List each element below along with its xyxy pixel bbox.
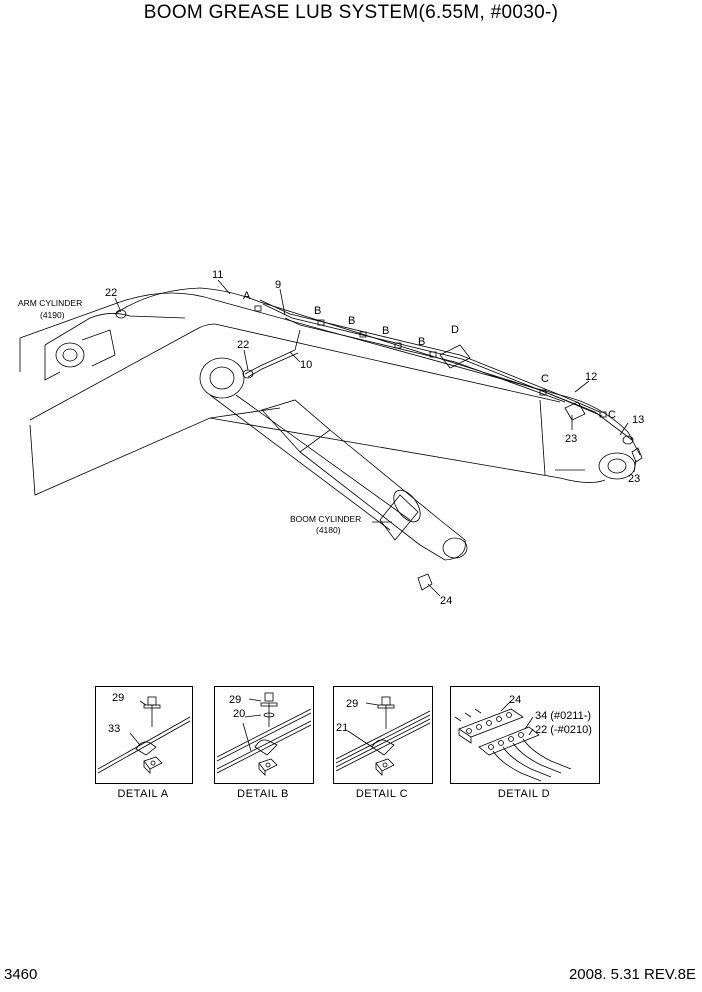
- detail-a-drawing: 29 33: [97, 692, 191, 774]
- callout-12: 12: [585, 371, 597, 383]
- detail-a-num-1: 29: [112, 692, 124, 704]
- boom-cylinder-eye: [199, 357, 245, 399]
- detail-b-box: 29 20: [214, 686, 314, 784]
- detail-d-num-1: 24: [509, 694, 521, 706]
- callout-A: A: [243, 290, 251, 302]
- callout-22-top: 22: [105, 287, 117, 299]
- callout-B-4: B: [418, 336, 425, 348]
- detail-b-caption: DETAIL B: [237, 788, 289, 800]
- page-number: 3460: [4, 966, 38, 983]
- arm-cylinder-code: (4190): [40, 310, 65, 320]
- arm-cylinder-label: ARM CYLINDER: [18, 298, 82, 308]
- callout-24: 24: [440, 595, 452, 607]
- callout-10: 10: [300, 359, 312, 371]
- detail-a-caption: DETAIL A: [117, 788, 169, 800]
- boom-outline: [19, 292, 641, 456]
- callout-B-1: B: [314, 305, 321, 317]
- detail-c-drawing: 29 21: [335, 696, 431, 776]
- lube-pipe-11: [114, 287, 633, 441]
- detail-d-caption: DETAIL D: [497, 788, 551, 800]
- callout-D: D: [451, 324, 459, 336]
- revision-date: 2008. 5.31 REV.8E: [568, 966, 696, 983]
- callout-11: 11: [212, 269, 223, 281]
- detail-b-drawing: 29 20: [216, 692, 312, 776]
- detail-d-box: 24 34 (#0211-) 22 (-#0210): [450, 686, 600, 784]
- lube-pipe-10: [244, 329, 301, 375]
- detail-c-num-1: 29: [346, 698, 358, 710]
- detail-c-num-2: 21: [336, 722, 348, 734]
- callout-9: 9: [275, 279, 281, 291]
- callout-23-right: 23: [628, 473, 640, 485]
- callout-22-mid: 22: [237, 339, 249, 351]
- detail-b-num-1: 29: [229, 694, 241, 706]
- callout-C-1: C: [541, 373, 549, 385]
- callout-C-2: C: [608, 409, 616, 421]
- detail-c-box: 29 21: [333, 686, 433, 784]
- detail-d-num-2: 34 (#0211-): [535, 710, 591, 722]
- callout-B-3: B: [382, 325, 389, 337]
- boom-cylinder-label: BOOM CYLINDER: [290, 514, 361, 524]
- boom-cylinder-code: (4180): [316, 525, 341, 535]
- detail-b-num-2: 20: [233, 708, 245, 720]
- callout-23-left: 23: [565, 433, 577, 445]
- detail-a-box: 29 33: [95, 686, 193, 784]
- callout-13: 13: [632, 414, 644, 426]
- detail-a-num-2: 33: [108, 723, 120, 735]
- page-title: BOOM GREASE LUB SYSTEM(6.55M, #0030-): [143, 2, 559, 23]
- detail-d-drawing: 24 34 (#0211-) 22 (-#0210): [454, 694, 592, 782]
- callout-B-2: B: [348, 315, 355, 327]
- detail-c-caption: DETAIL C: [355, 788, 409, 800]
- detail-d-num-3: 22 (-#0210): [535, 724, 592, 736]
